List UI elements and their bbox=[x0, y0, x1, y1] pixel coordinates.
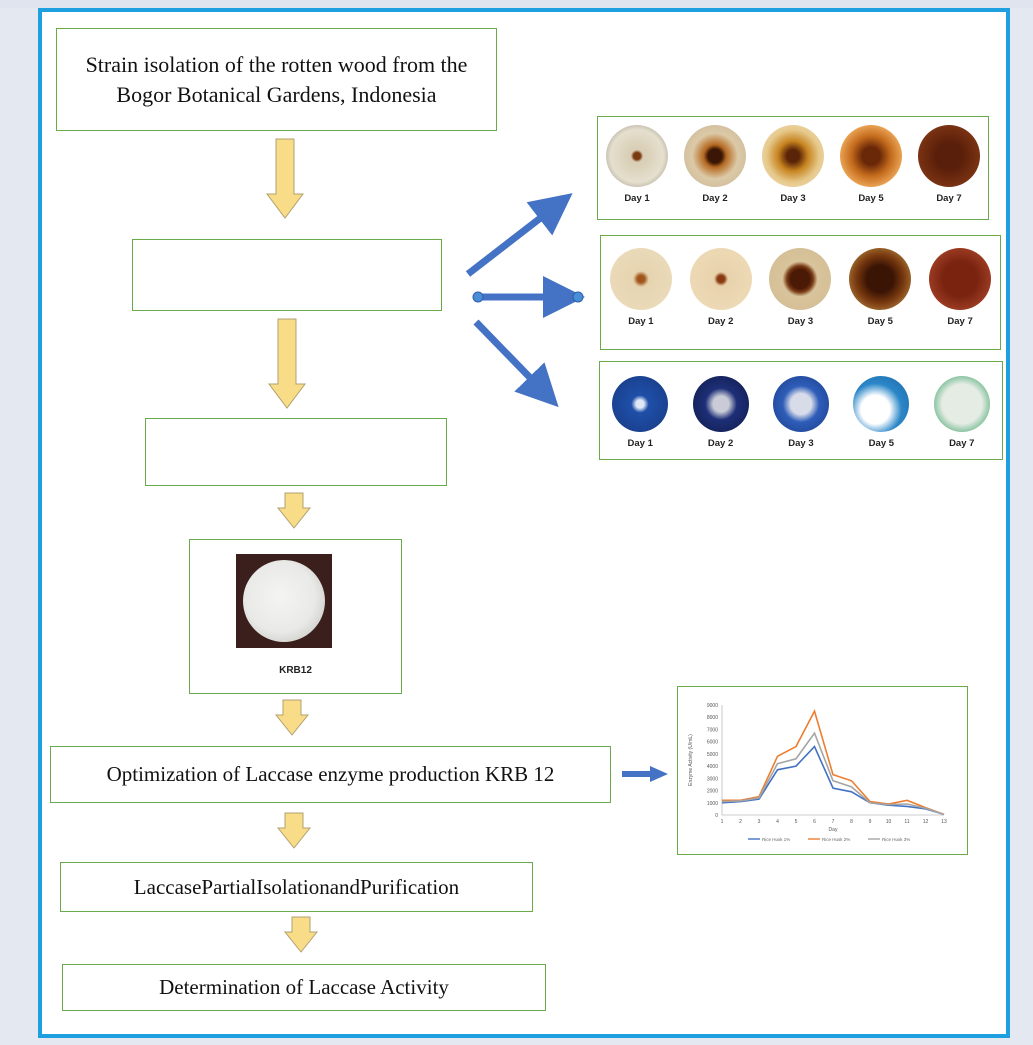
plate-15-day-label: Day 7 bbox=[949, 438, 975, 449]
x-tick-label: 9 bbox=[869, 819, 872, 825]
step-activity-text: Determination of Laccase Activity bbox=[159, 975, 449, 1000]
x-tick-label: 13 bbox=[941, 819, 947, 825]
y-tick-label: 5000 bbox=[707, 752, 718, 758]
flow-arrow-down-4 bbox=[274, 699, 310, 736]
plate-14-day-label: Day 5 bbox=[868, 438, 895, 449]
x-tick-label: 6 bbox=[813, 819, 816, 825]
flow-arrow-down-2 bbox=[268, 318, 306, 409]
x-tick-label: 3 bbox=[758, 819, 761, 825]
branch-arrow-up bbox=[465, 193, 573, 277]
plate-2-day-label: Day 2 bbox=[702, 193, 728, 204]
step-purification-text: LaccasePartialIsolationandPurification bbox=[133, 874, 460, 899]
y-tick-label: 0 bbox=[715, 813, 718, 819]
y-axis-title: Enzyme Activity (U/mL) bbox=[688, 734, 694, 786]
plate-8-day-label: Day 3 bbox=[787, 316, 814, 327]
flow-arrow-down-1 bbox=[266, 138, 304, 219]
branch-arrows bbox=[465, 193, 585, 408]
step-optimization: Optimization of Laccase enzyme productio… bbox=[50, 746, 611, 803]
plate-11-day-label: Day 1 bbox=[627, 438, 653, 449]
plate-3-day-label: Day 3 bbox=[780, 193, 806, 204]
y-tick-label: 7000 bbox=[707, 727, 718, 733]
flow-arrow-down-3 bbox=[276, 492, 312, 529]
plate-5-day-label: Day 7 bbox=[936, 193, 962, 204]
x-tick-label: 4 bbox=[776, 819, 779, 825]
x-tick-label: 11 bbox=[904, 819, 909, 825]
step-activity: Determination of Laccase Activity bbox=[62, 964, 546, 1011]
step-selected-strain: KRB12 bbox=[189, 539, 402, 694]
x-tick-label: 2 bbox=[739, 819, 742, 825]
x-tick-label: 10 bbox=[886, 819, 892, 825]
krb12-plate-photo bbox=[236, 554, 332, 648]
step-strain-isolation: Strain isolation of the rotten wood from… bbox=[56, 28, 497, 131]
plate-4-day-label: Day 5 bbox=[858, 193, 884, 204]
plate-9-day-label: Day 5 bbox=[867, 316, 893, 327]
y-tick-label: 1000 bbox=[707, 801, 718, 807]
y-tick-label: 4000 bbox=[707, 764, 718, 770]
connector-dot-right bbox=[572, 291, 584, 303]
plate-12-day-label: Day 2 bbox=[707, 438, 734, 449]
connector-dot-left bbox=[472, 291, 484, 303]
plate-1-day-label: Day 1 bbox=[624, 193, 650, 204]
top-edge bbox=[0, 0, 1033, 8]
y-tick-label: 8000 bbox=[707, 715, 718, 721]
step-purification: LaccasePartialIsolationandPurification bbox=[60, 862, 533, 912]
y-tick-label: 6000 bbox=[707, 740, 718, 746]
plate-panel-1: Day 1 Day 2 Day 3 Day 5 Day 7 bbox=[597, 116, 989, 220]
step-screening-2 bbox=[145, 418, 447, 486]
plate-panel-2: Day 1 Day 2 Day 3 Day 5 Day 7 bbox=[600, 235, 1001, 350]
x-tick-label: 1 bbox=[721, 819, 724, 825]
branch-arrow-down bbox=[473, 319, 559, 408]
krb12-label: KRB12 bbox=[279, 665, 312, 676]
legend-label-2: Rice Husk 2% bbox=[822, 837, 850, 842]
plate-7-day-label: Day 2 bbox=[708, 316, 734, 327]
y-tick-label: 9000 bbox=[707, 703, 718, 709]
plate-6-day-label: Day 1 bbox=[628, 316, 654, 327]
arrow-to-chart bbox=[622, 766, 668, 782]
plate-13-day-label: Day 3 bbox=[788, 438, 814, 449]
step-optimization-text: Optimization of Laccase enzyme productio… bbox=[106, 762, 555, 787]
series-line-1 bbox=[721, 745, 945, 816]
step-strain-isolation-text: Strain isolation of the rotten wood from… bbox=[85, 51, 468, 107]
step-screening-1 bbox=[132, 239, 442, 311]
legend-label-3: Rice Husk 3% bbox=[882, 837, 910, 842]
plate-panel-3: Day 1 Day 2 Day 3 Day 5 Day 7 bbox=[599, 361, 1003, 460]
y-tick-label: 2000 bbox=[707, 789, 718, 795]
flow-arrow-down-5 bbox=[276, 812, 312, 849]
flow-arrow-down-6 bbox=[283, 916, 319, 953]
legend-label-1: Rice Husk 1% bbox=[762, 837, 790, 842]
y-tick-label: 3000 bbox=[707, 776, 718, 782]
plate-10-day-label: Day 7 bbox=[947, 316, 973, 327]
x-tick-label: 7 bbox=[832, 819, 835, 825]
x-axis-title: Day bbox=[829, 827, 838, 833]
series-line-3 bbox=[721, 731, 945, 816]
x-tick-label: 12 bbox=[923, 819, 929, 825]
x-tick-label: 8 bbox=[850, 819, 853, 825]
x-tick-label: 5 bbox=[795, 819, 798, 825]
